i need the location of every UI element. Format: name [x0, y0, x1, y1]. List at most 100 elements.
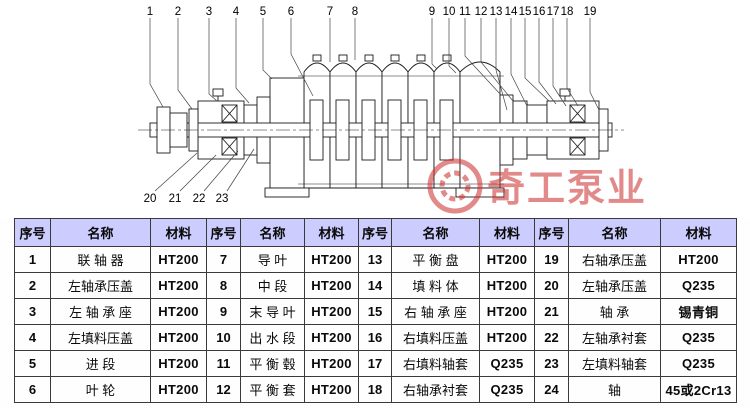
callout-19: 19	[584, 6, 597, 18]
cell-material: 45或2Cr13	[660, 376, 737, 403]
cell-material: HT200	[304, 324, 359, 351]
cell-material: 锡青铜	[660, 298, 737, 325]
cell-no: 4	[14, 324, 51, 351]
cell-no: 22	[534, 324, 569, 351]
cell-no: 16	[358, 324, 392, 351]
callout-1: 1	[147, 6, 153, 18]
cell-material: HT200	[479, 298, 535, 325]
cell-name: 右轴承衬套	[391, 376, 480, 403]
cell-name: 左填料压盖	[50, 324, 151, 351]
cell-name: 右轴承压盖	[568, 246, 661, 273]
watermark-text: 奇工泵业	[487, 168, 647, 210]
cell-name: 进 段	[50, 350, 151, 377]
cell-material: HT200	[660, 246, 737, 273]
cell-no: 8	[206, 272, 241, 299]
inlet-foot	[264, 187, 310, 198]
cell-no: 24	[534, 376, 569, 403]
cell-no: 19	[534, 246, 569, 273]
col-header-material: 材料	[479, 218, 535, 247]
col-header-no: 序号	[14, 218, 51, 247]
cell-material: HT200	[150, 298, 207, 325]
leader-lines	[149, 18, 600, 192]
col-header-material: 材料	[150, 218, 207, 247]
cell-no: 5	[14, 350, 51, 377]
callout-11: 11	[459, 6, 471, 18]
callout-9: 9	[429, 6, 435, 18]
callout-14: 14	[505, 6, 518, 18]
callout-18: 18	[561, 6, 574, 18]
cell-material: Q235	[479, 376, 535, 403]
callout-5: 5	[260, 6, 266, 18]
table-header-row: 序号 名称 材料 序号 名称 材料 序号 名称 材料 序号 名称 材料	[14, 218, 737, 247]
cell-material: Q235	[479, 350, 535, 377]
cell-no: 14	[358, 272, 392, 299]
callout-12: 12	[475, 6, 488, 18]
col-header-name: 名称	[391, 218, 480, 247]
cell-no: 11	[206, 350, 241, 377]
cell-no: 21	[534, 298, 569, 325]
cell-name: 左轴承衬套	[568, 324, 661, 351]
cell-no: 2	[14, 272, 51, 299]
col-header-material: 材料	[304, 218, 359, 247]
callout-15: 15	[519, 6, 532, 18]
cell-no: 13	[358, 246, 392, 273]
cell-material: HT200	[150, 324, 207, 351]
cell-name: 叶 轮	[50, 376, 151, 403]
cell-material: Q235	[660, 272, 737, 299]
callout-22: 22	[193, 193, 206, 205]
cell-name: 右填料轴套	[391, 350, 480, 377]
cell-name: 平 衡 套	[240, 376, 305, 403]
cell-no: 3	[14, 298, 51, 325]
cell-name: 填 料 体	[391, 272, 480, 299]
cell-material: HT200	[304, 350, 359, 377]
cell-material: Q235	[660, 350, 737, 377]
callout-20: 20	[144, 193, 157, 205]
cell-material: HT200	[304, 376, 359, 403]
cell-name: 轴 承	[568, 298, 661, 325]
cell-material: HT200	[479, 246, 535, 273]
callout-10: 10	[443, 6, 456, 18]
cell-material: HT200	[479, 272, 535, 299]
cell-material: HT200	[150, 350, 207, 377]
cell-name: 平 衡 毂	[240, 350, 305, 377]
col-header-name: 名称	[240, 218, 305, 247]
callout-8: 8	[352, 6, 358, 18]
pump-assembly-drawing: 奇工泵业 1 2 3 4 5 6 7 8 9 10 11 12 13 14 15…	[138, 6, 647, 214]
cell-material: HT200	[150, 246, 207, 273]
cell-no: 12	[206, 376, 241, 403]
cell-no: 15	[358, 298, 392, 325]
cell-name: 平 衡 盘	[391, 246, 480, 273]
callout-21: 21	[169, 193, 182, 205]
cell-material: HT200	[479, 324, 535, 351]
cell-name: 左填料轴套	[568, 350, 661, 377]
cell-no: 6	[14, 376, 51, 403]
cell-material: HT200	[304, 272, 359, 299]
callout-16: 16	[533, 6, 546, 18]
watermark-logo: 奇工泵业	[427, 158, 647, 214]
cell-name: 右填料压盖	[391, 324, 480, 351]
cell-no: 1	[14, 246, 51, 273]
pump-diagram-area: 奇工泵业 1 2 3 4 5 6 7 8 9 10 11 12 13 14 15…	[138, 6, 647, 214]
logo-gear-icon	[439, 170, 471, 202]
cell-no: 9	[206, 298, 241, 325]
cell-name: 左轴承压盖	[50, 272, 151, 299]
callout-17: 17	[547, 6, 560, 18]
col-header-no: 序号	[358, 218, 392, 247]
callout-2: 2	[175, 6, 181, 18]
cell-no: 23	[534, 350, 569, 377]
col-header-no: 序号	[206, 218, 241, 247]
callout-7: 7	[327, 6, 333, 18]
col-header-name: 名称	[50, 218, 151, 247]
cell-no: 7	[206, 246, 241, 273]
cell-name: 出 水 段	[240, 324, 305, 351]
callout-numbers: 1 2 3 4 5 6 7 8 9 10 11 12 13 14 15 16 1…	[144, 6, 597, 205]
pump-body	[138, 54, 624, 198]
cell-name: 导 叶	[240, 246, 305, 273]
